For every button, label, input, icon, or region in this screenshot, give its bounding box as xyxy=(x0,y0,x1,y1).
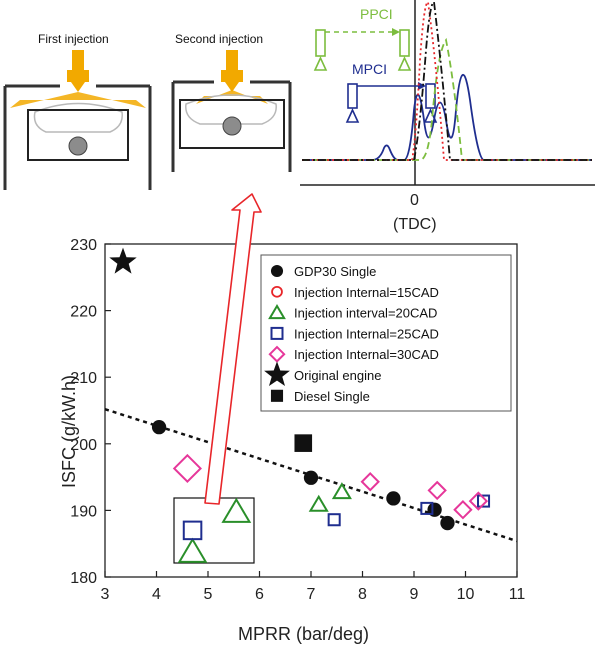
x-tick-label: 10 xyxy=(457,586,475,603)
legend-label: Injection interval=20CAD xyxy=(294,306,437,321)
data-point xyxy=(151,420,167,435)
y-tick-label: 220 xyxy=(70,304,97,321)
data-point xyxy=(420,501,434,515)
piston-pin-1 xyxy=(68,136,88,156)
data-point xyxy=(182,520,203,541)
legend-marker xyxy=(270,264,284,278)
x-tick-label: 5 xyxy=(204,586,213,603)
data-point xyxy=(427,480,447,501)
heat-release-inset: 0 (TDC) PPCI MPCI xyxy=(300,0,595,233)
data-point xyxy=(468,491,489,511)
data-point xyxy=(453,500,473,520)
y-tick-label: 190 xyxy=(70,503,97,520)
cylinder-walls-1 xyxy=(3,84,152,190)
red-dotted-heat-release-curve xyxy=(302,1,592,161)
injector-head-2 xyxy=(221,70,243,82)
legend-marker xyxy=(271,285,283,298)
x-tick-label: 8 xyxy=(358,586,367,603)
legend-marker xyxy=(268,304,286,320)
data-markers xyxy=(109,247,491,563)
first-injection-label: First injection xyxy=(38,32,109,46)
legend-marker xyxy=(264,361,290,386)
x-tick-label: 9 xyxy=(410,586,419,603)
axis-ticks: 3 4 5 6 7 8 9 10 11 180 190 200 210 220 230 xyxy=(70,237,525,603)
data-point xyxy=(327,513,341,527)
data-point xyxy=(177,537,208,563)
legend-label: GDP30 Single xyxy=(294,264,376,279)
ppci-triangle-2 xyxy=(397,56,412,71)
piston-1 xyxy=(27,109,129,161)
mpci-triangle-1 xyxy=(345,108,360,123)
y-tick-label: 230 xyxy=(70,237,97,254)
y-tick-label: 210 xyxy=(70,370,97,387)
injector-tip-1 xyxy=(71,82,85,92)
inset-tdc-zero: 0 xyxy=(410,192,419,209)
mpci-heat-release-curve xyxy=(302,74,592,161)
highlight-arrow xyxy=(204,193,262,505)
x-tick-label: 4 xyxy=(152,586,161,603)
bowl-outline-2 xyxy=(185,94,277,125)
inset-tdc-label: (TDC) xyxy=(393,216,437,233)
ppci-label: PPCI xyxy=(360,6,393,22)
legend-marker xyxy=(268,345,286,363)
data-point xyxy=(172,453,202,484)
data-point xyxy=(386,491,401,506)
second-injection-label: Second injection xyxy=(175,32,263,46)
x-tick-label: 11 xyxy=(509,586,526,603)
mpci-pulse-1 xyxy=(347,83,358,109)
piston-2 xyxy=(179,99,285,149)
ppci-triangle-1 xyxy=(313,56,328,71)
second-injection-diagram: Second injection xyxy=(171,32,292,172)
ppci-heat-release-curve xyxy=(302,37,592,161)
legend-label: Injection Internal=30CAD xyxy=(294,347,439,362)
y-tick-label: 200 xyxy=(70,437,97,454)
data-point xyxy=(308,494,329,512)
data-point xyxy=(331,482,352,500)
data-point xyxy=(303,470,319,485)
legend-marker xyxy=(270,389,284,402)
x-tick-label: 6 xyxy=(255,586,264,603)
spray-plume-1 xyxy=(10,92,146,108)
cylinder-walls-2 xyxy=(171,80,292,172)
data-point xyxy=(477,494,491,508)
legend-marker xyxy=(270,326,284,340)
legend-label: Injection Internal=25CAD xyxy=(294,326,439,341)
legend-label: Injection Internal=15CAD xyxy=(294,285,439,300)
injector-body-2 xyxy=(226,50,238,72)
isfc-vs-mprr-chart: 3 4 5 6 7 8 9 10 11 180 190 200 210 220 230 MPRR (bar/… xyxy=(59,193,525,644)
x-tick-label: 7 xyxy=(307,586,316,603)
mpci-arrowhead xyxy=(418,82,426,90)
bowl-outline-1 xyxy=(33,102,123,133)
first-injection-diagram: First injection xyxy=(3,32,152,190)
injector-head-1 xyxy=(67,70,89,82)
data-point xyxy=(294,434,313,452)
ppci-arrowhead xyxy=(392,28,400,36)
legend-label: Diesel Single xyxy=(294,389,370,404)
legend-box xyxy=(260,254,512,412)
y-tick-label: 180 xyxy=(70,570,97,587)
y-axis-label: ISFC (g/kW.h) xyxy=(59,375,79,488)
legend-label: Original engine xyxy=(294,368,381,383)
injector-tip-2 xyxy=(225,82,239,92)
ppci-pulse-1 xyxy=(315,29,326,57)
data-point xyxy=(109,247,137,274)
data-point xyxy=(221,497,252,523)
mpci-label: MPCI xyxy=(352,61,387,77)
mpci-pulse-2 xyxy=(425,83,436,109)
ppci-pulse-2 xyxy=(399,29,410,57)
x-tick-label: 3 xyxy=(101,586,110,603)
x-axis-label: MPRR (bar/deg) xyxy=(238,624,369,644)
data-point xyxy=(440,515,455,531)
piston-pin-2 xyxy=(222,116,242,136)
injector-body-1 xyxy=(72,50,84,72)
data-point xyxy=(360,472,380,492)
black-dashdot-heat-release-curve xyxy=(302,1,592,161)
